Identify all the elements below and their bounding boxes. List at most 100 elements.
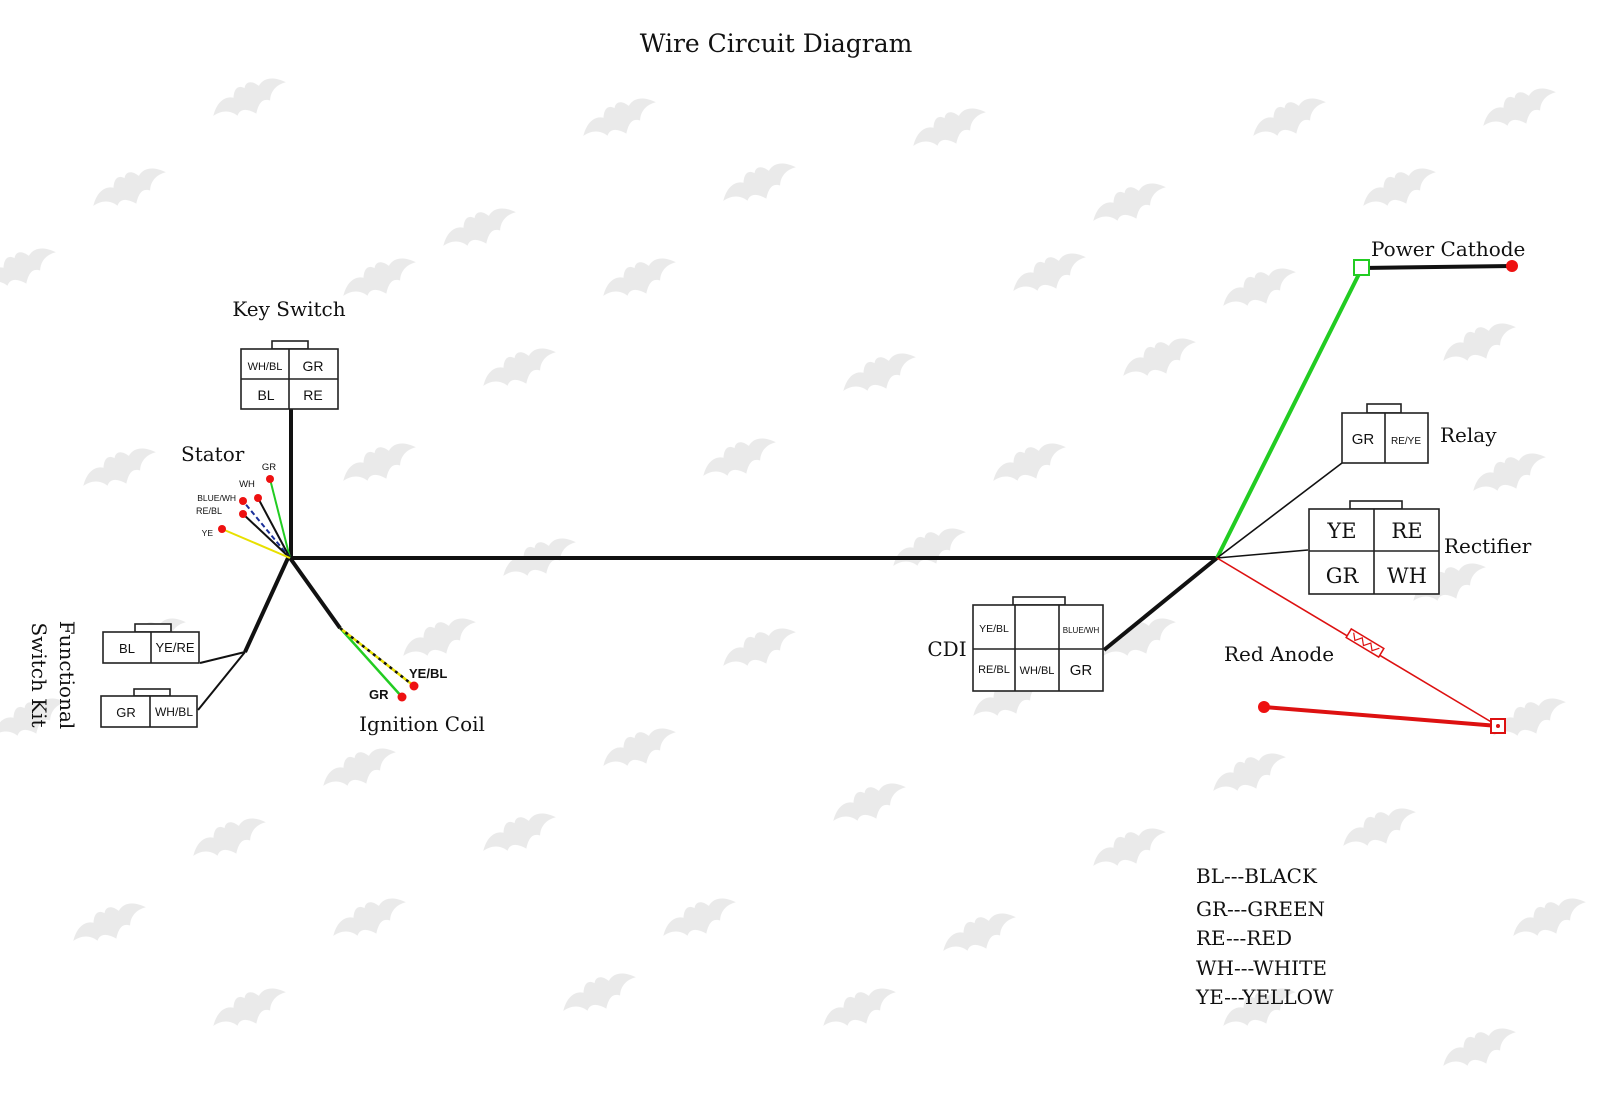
ignition-coil-wire-label: GR — [369, 687, 389, 702]
watermark-mark — [703, 438, 776, 476]
key-switch-pin: RE — [303, 387, 322, 403]
power-cathode-green-wire — [1215, 267, 1364, 559]
watermark-mark — [723, 628, 796, 666]
key-switch-pin: GR — [303, 358, 324, 374]
stator-wire-label: GR — [262, 462, 276, 473]
terminals — [218, 259, 1518, 734]
watermark-mark — [343, 258, 416, 296]
watermark-mark — [0, 248, 56, 286]
switch-kit-pin: WH/BL — [155, 705, 193, 719]
switch-kit-wire-bottom — [197, 651, 246, 711]
fuse-icon — [1345, 627, 1385, 659]
watermark-mark — [943, 913, 1016, 951]
red-anode-terminal-dot — [1496, 724, 1500, 728]
watermark-mark — [73, 903, 146, 941]
key-switch-label: Key Switch — [232, 297, 345, 321]
ignition-coil-gr-pin — [397, 692, 407, 702]
stator-label: Stator — [181, 442, 245, 466]
watermark-mark — [1223, 268, 1296, 306]
watermark-mark — [403, 618, 476, 656]
watermark-mark — [483, 348, 556, 386]
key-switch-pin: BL — [257, 387, 274, 403]
watermark-mark — [1343, 808, 1416, 846]
rectifier-connector: YE RE GR WH Rectifier — [1308, 500, 1532, 595]
relay-wire — [1216, 462, 1343, 559]
stator-rebl-wire — [242, 513, 291, 559]
rectifier-wire — [1216, 549, 1309, 559]
rectifier-pin: WH — [1387, 564, 1427, 588]
rectifier-pin: RE — [1391, 519, 1422, 543]
cdi-label: CDI — [927, 637, 966, 661]
stator-rebl-pin — [239, 510, 247, 518]
watermark-mark — [1093, 828, 1166, 866]
functional-switch-kit: Functional Switch Kit BL YE/RE GR WH/BL — [27, 621, 200, 729]
watermark-mark — [893, 528, 966, 566]
watermark-mark — [1013, 253, 1086, 291]
watermark-mark — [993, 443, 1066, 481]
rectifier-pin: GR — [1326, 564, 1360, 588]
watermark-mark — [843, 353, 916, 391]
ignition-coil-black-stripe — [339, 627, 415, 687]
cdi-wire — [1102, 556, 1219, 652]
watermark-mark — [723, 163, 796, 201]
relay-pin: GR — [1352, 431, 1375, 448]
red-anode-end-pin — [1258, 701, 1270, 713]
watermark-mark — [1513, 898, 1586, 936]
switch-kit-pin: YE/RE — [155, 640, 194, 655]
watermark-mark — [1093, 183, 1166, 221]
diagram-title: Wire Circuit Diagram — [640, 29, 913, 58]
stator-wire-label: RE/BL — [196, 506, 222, 516]
watermark-mark — [1223, 988, 1296, 1026]
watermark-mark — [603, 728, 676, 766]
watermark-mark — [1473, 453, 1546, 491]
stator: Stator GR WH BLUE/WH RE/BL YE — [181, 442, 276, 538]
red-anode-thick-wire — [1263, 705, 1499, 728]
power-cathode-label: Power Cathode — [1371, 237, 1525, 261]
relay-connector: GR RE/YE Relay — [1341, 403, 1497, 464]
stator-bluewh-pin — [239, 497, 247, 505]
legend-entry: WH---WHITE — [1196, 956, 1327, 980]
stator-gr-pin — [266, 475, 274, 483]
legend-entry: YE---YELLOW — [1195, 985, 1334, 1009]
watermark-mark — [333, 898, 406, 936]
rectifier-label: Rectifier — [1444, 534, 1532, 558]
watermark-mark — [1443, 1028, 1516, 1066]
ignition-coil-wire — [288, 556, 342, 630]
watermark-mark — [83, 448, 156, 486]
cdi-pin: GR — [1070, 662, 1093, 679]
stator-wire-label: WH — [239, 479, 255, 490]
watermark-mark — [583, 98, 656, 136]
watermark-mark — [443, 208, 516, 246]
watermark-mark — [1123, 338, 1196, 376]
cdi-pin: BLUE/WH — [1063, 626, 1100, 635]
watermark-mark — [1213, 753, 1286, 791]
power-cathode-black-wire — [1361, 264, 1513, 270]
watermark-mark — [93, 168, 166, 206]
stator-wire-label: BLUE/WH — [197, 493, 236, 503]
watermark-mark — [823, 988, 896, 1026]
color-legend: BL---BLACK GR---GREEN RE---RED WH---WHIT… — [1195, 864, 1334, 1009]
stator-wh-pin — [254, 494, 262, 502]
watermark-mark — [913, 108, 986, 146]
ignition-coil-label: Ignition Coil — [359, 712, 485, 736]
stator-bluewh-wire — [242, 500, 291, 559]
power-cathode-terminal — [1353, 259, 1370, 276]
cdi-pin: RE/BL — [978, 664, 1010, 676]
stator-ye-wire — [221, 528, 291, 559]
key-switch-pin: WH/BL — [248, 361, 283, 373]
stator-wire-label: YE — [202, 528, 214, 538]
functional-switch-kit-label-line2: Switch Kit — [27, 622, 51, 727]
stator-gr-wire — [269, 478, 291, 559]
cdi-pin: WH/BL — [1020, 665, 1055, 677]
red-anode-label: Red Anode — [1224, 642, 1334, 666]
power-cathode-end-pin — [1506, 260, 1518, 272]
switch-kit-wire-top — [199, 651, 246, 664]
watermark-mark — [323, 748, 396, 786]
watermark-mark — [833, 783, 906, 821]
watermark-mark — [663, 898, 736, 936]
switch-kit-trunk-wire — [243, 557, 290, 653]
stator-wh-wire — [257, 497, 291, 559]
legend-entry: RE---RED — [1196, 926, 1292, 950]
watermark-mark — [1363, 168, 1436, 206]
